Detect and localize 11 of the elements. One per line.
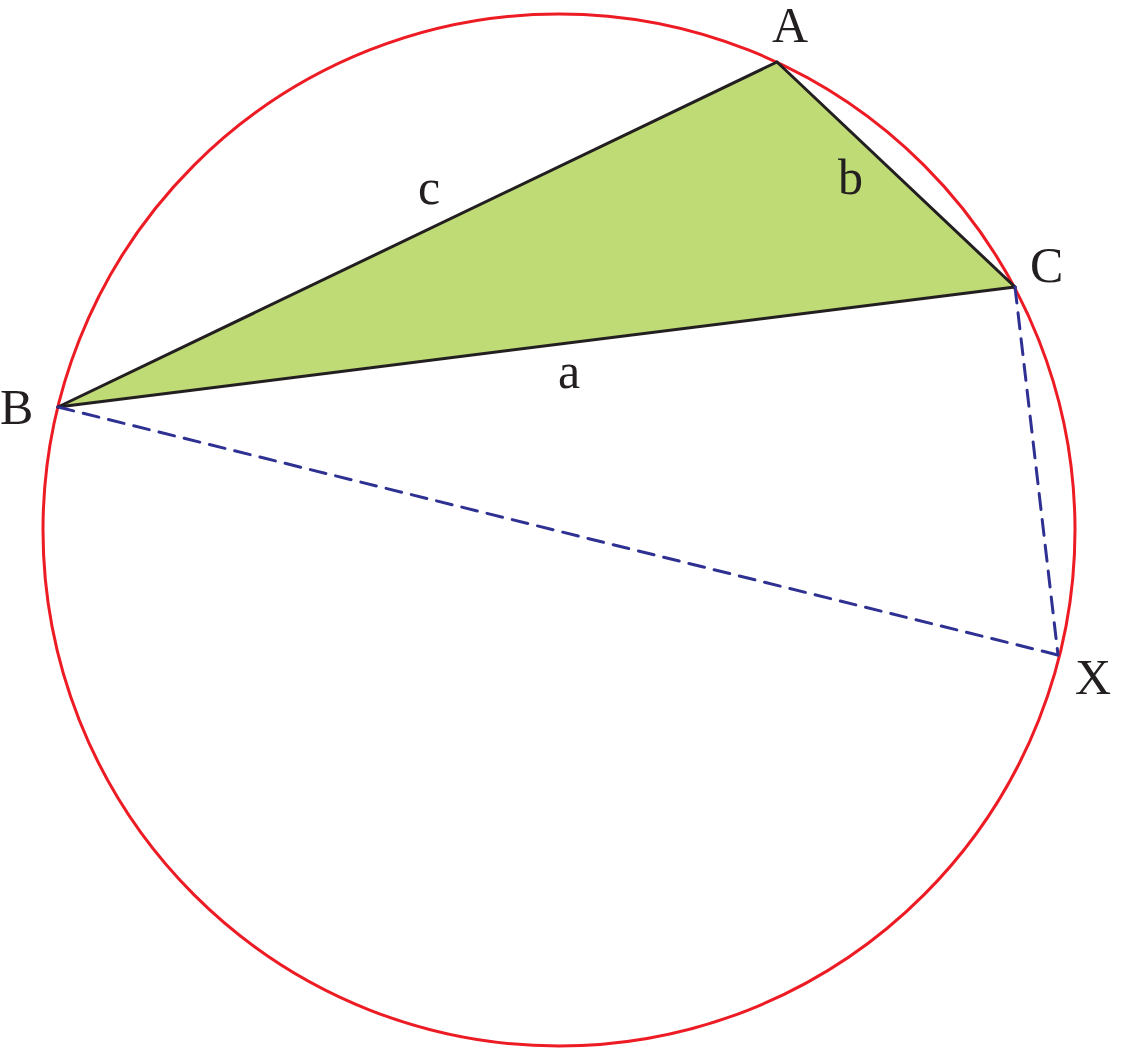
vertex-label: B xyxy=(0,382,34,432)
dashed-line xyxy=(1013,285,1060,657)
vertex-label: C xyxy=(1030,240,1064,290)
dashed-line xyxy=(56,405,1060,657)
edge-label: c xyxy=(418,162,441,212)
vertex-label: X xyxy=(1075,652,1112,702)
line-segment xyxy=(56,285,1017,409)
edge-label: b xyxy=(838,152,863,202)
vertex-label: A xyxy=(772,0,809,50)
line-segment xyxy=(775,60,1017,289)
edge-label: a xyxy=(558,346,581,396)
